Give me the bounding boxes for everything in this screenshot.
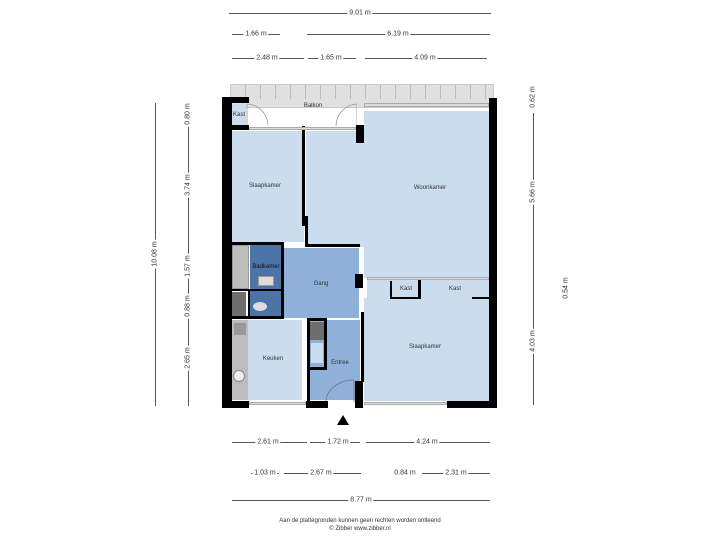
dim-label: 10.08 m [151, 239, 159, 269]
wall-bottom [222, 401, 249, 408]
dim-label: 0.84 m [392, 469, 418, 477]
dim-label: 4.09 m [412, 54, 438, 62]
wall [232, 316, 284, 319]
dim-label: 2.31 m [443, 469, 469, 477]
room-label-kast-mid1: Kast [399, 286, 413, 292]
wall [302, 126, 305, 226]
dim-label-extra: 0.54 m [562, 275, 570, 301]
toilet-icon [253, 302, 267, 311]
dim-label: 2.48 m [254, 54, 280, 62]
wall-left [222, 97, 232, 408]
dim-label: 1.57 m [184, 253, 192, 279]
dim-label: 0.62 m [529, 84, 537, 110]
dim-label: 0.80 m [184, 101, 192, 127]
room-label-badkamer: Badkamer [252, 264, 280, 270]
room-kast-top [232, 104, 246, 126]
dim-label: 6.19 m [385, 30, 411, 38]
bathtub-icon [232, 245, 249, 289]
dim-label: 2.61 m [255, 438, 281, 446]
wall [232, 242, 284, 245]
room-label-slaapkamer-bottom: Slaapkamer [408, 344, 442, 350]
stove-icon [234, 323, 246, 335]
wall-bottom [306, 401, 328, 408]
storage-block [232, 292, 246, 316]
door-swing-icon [325, 379, 355, 403]
room-label-kast-mid2: Kast [448, 286, 462, 292]
meter-cupboard [310, 322, 324, 340]
wall [356, 125, 364, 143]
wall [232, 289, 281, 291]
dim-label: 4.03 m [529, 328, 537, 354]
room-gang [284, 248, 359, 318]
dim-label: 9.01 m [347, 9, 373, 17]
disclaimer: Aan de plattegronden kunnen geen rechten… [279, 518, 441, 524]
dim-label: 0.88 m [184, 293, 192, 319]
balcony-grid [231, 85, 491, 99]
wall [390, 281, 392, 299]
washing-machine-icon [233, 370, 245, 382]
north-arrow-icon [337, 415, 349, 425]
room-label-gang: Gang [313, 281, 329, 287]
closet-door [367, 277, 489, 280]
dim-label: 2.65 m [184, 345, 192, 371]
wall [355, 381, 363, 408]
wall [472, 297, 489, 299]
room-kast-mid [367, 280, 489, 298]
wall [307, 367, 327, 370]
room-label-entree: Entree [331, 360, 349, 366]
room-woonkamer [364, 111, 489, 278]
window [364, 402, 447, 405]
room-slaapkamer-top [232, 131, 304, 242]
door-swing-icon [335, 103, 357, 127]
wall [222, 97, 249, 103]
room-label-keuken: Keuken [262, 356, 284, 362]
wall [418, 278, 421, 299]
dim-label: 1.72 m [325, 438, 351, 446]
wall-right [489, 98, 497, 408]
wall [307, 318, 310, 406]
window [249, 402, 306, 405]
window [364, 103, 489, 107]
dim-line [533, 113, 534, 405]
wall [390, 297, 420, 299]
window [249, 127, 356, 130]
room-label-kast-top: Kast [232, 112, 246, 118]
dim-label: 1.66 m [243, 30, 269, 38]
wall-bottom [447, 401, 497, 408]
dim-label: 1.65 m [318, 54, 344, 62]
dim-label: 5.66 m [529, 179, 537, 205]
wall [222, 125, 249, 130]
dim-label: 1.03 m [252, 469, 278, 477]
dim-label: 3.74 m [184, 172, 192, 198]
room-label-slaapkamer-top: Slaapkamer [248, 183, 282, 189]
room-label-woonkamer: Woonkamer [413, 185, 447, 191]
wall [324, 318, 327, 370]
dim-label: 8.77 m [348, 496, 374, 504]
wall [305, 216, 308, 246]
wall [248, 289, 250, 317]
sink-icon [258, 276, 274, 286]
room-woonkamer-left [306, 131, 364, 247]
wall [281, 242, 284, 318]
wall [361, 312, 364, 382]
wall [305, 244, 360, 247]
coat-rack [311, 343, 323, 363]
room-label-balkon: Balkon [303, 103, 323, 109]
copyright: © Zibber www.zibber.nl [329, 526, 391, 532]
dim-label: 2.67 m [308, 469, 334, 477]
wall [307, 318, 327, 321]
dim-label: 4.24 m [414, 438, 440, 446]
wall [355, 274, 363, 288]
door-swing-icon [246, 103, 268, 127]
room-slaapkamer-bottom [364, 298, 489, 401]
